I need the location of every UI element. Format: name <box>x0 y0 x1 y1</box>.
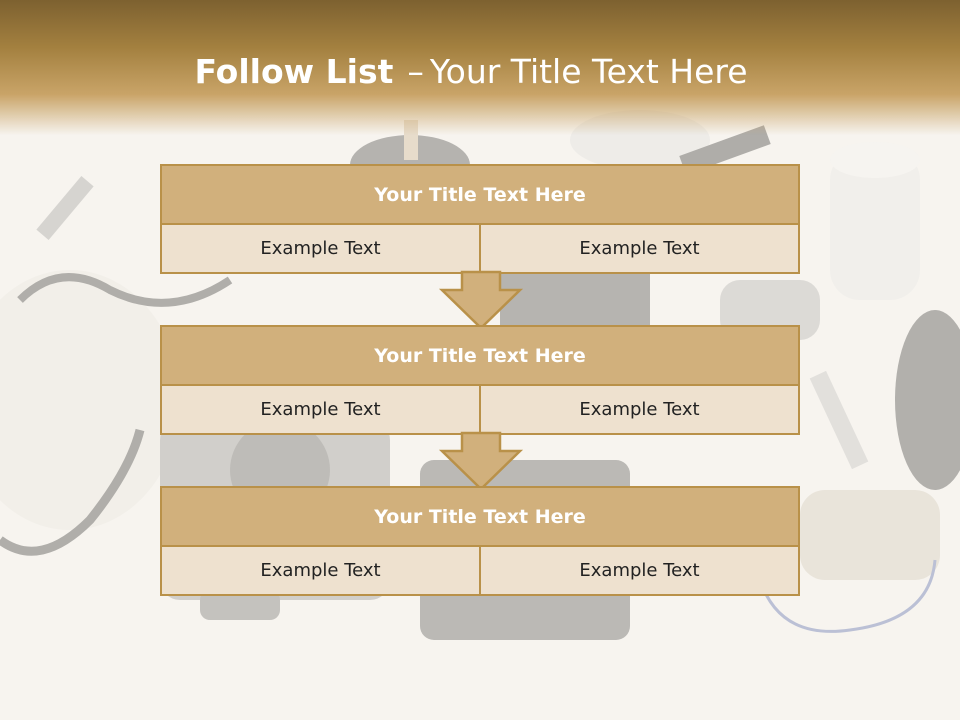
list-block-1: Your Title Text Here Example Text Exampl… <box>160 164 800 274</box>
block-cell-right: Example Text <box>479 547 798 594</box>
block-cell-left: Example Text <box>260 399 381 420</box>
block-row: Example Text Example Text <box>162 386 798 433</box>
block-cell-left: Example Text <box>260 560 381 581</box>
block-header: Your Title Text Here <box>162 488 798 547</box>
slide-title: Follow List–Your Title Text Here <box>0 52 942 91</box>
title-band <box>0 0 960 135</box>
list-block-3: Your Title Text Here Example Text Exampl… <box>160 486 800 596</box>
down-arrow-icon <box>438 270 524 330</box>
title-bold-text: Follow List <box>194 52 394 91</box>
title-rest-text: Your Title Text Here <box>429 52 748 91</box>
block-cell-right: Example Text <box>479 225 798 272</box>
block-header: Your Title Text Here <box>162 166 798 225</box>
list-block-2: Your Title Text Here Example Text Exampl… <box>160 325 800 435</box>
block-header: Your Title Text Here <box>162 327 798 386</box>
block-cell-right: Example Text <box>479 386 798 433</box>
block-row: Example Text Example Text <box>162 547 798 594</box>
title-dash: – <box>407 52 424 91</box>
block-row: Example Text Example Text <box>162 225 798 272</box>
down-arrow-icon <box>438 431 524 491</box>
block-cell-left: Example Text <box>260 238 381 259</box>
